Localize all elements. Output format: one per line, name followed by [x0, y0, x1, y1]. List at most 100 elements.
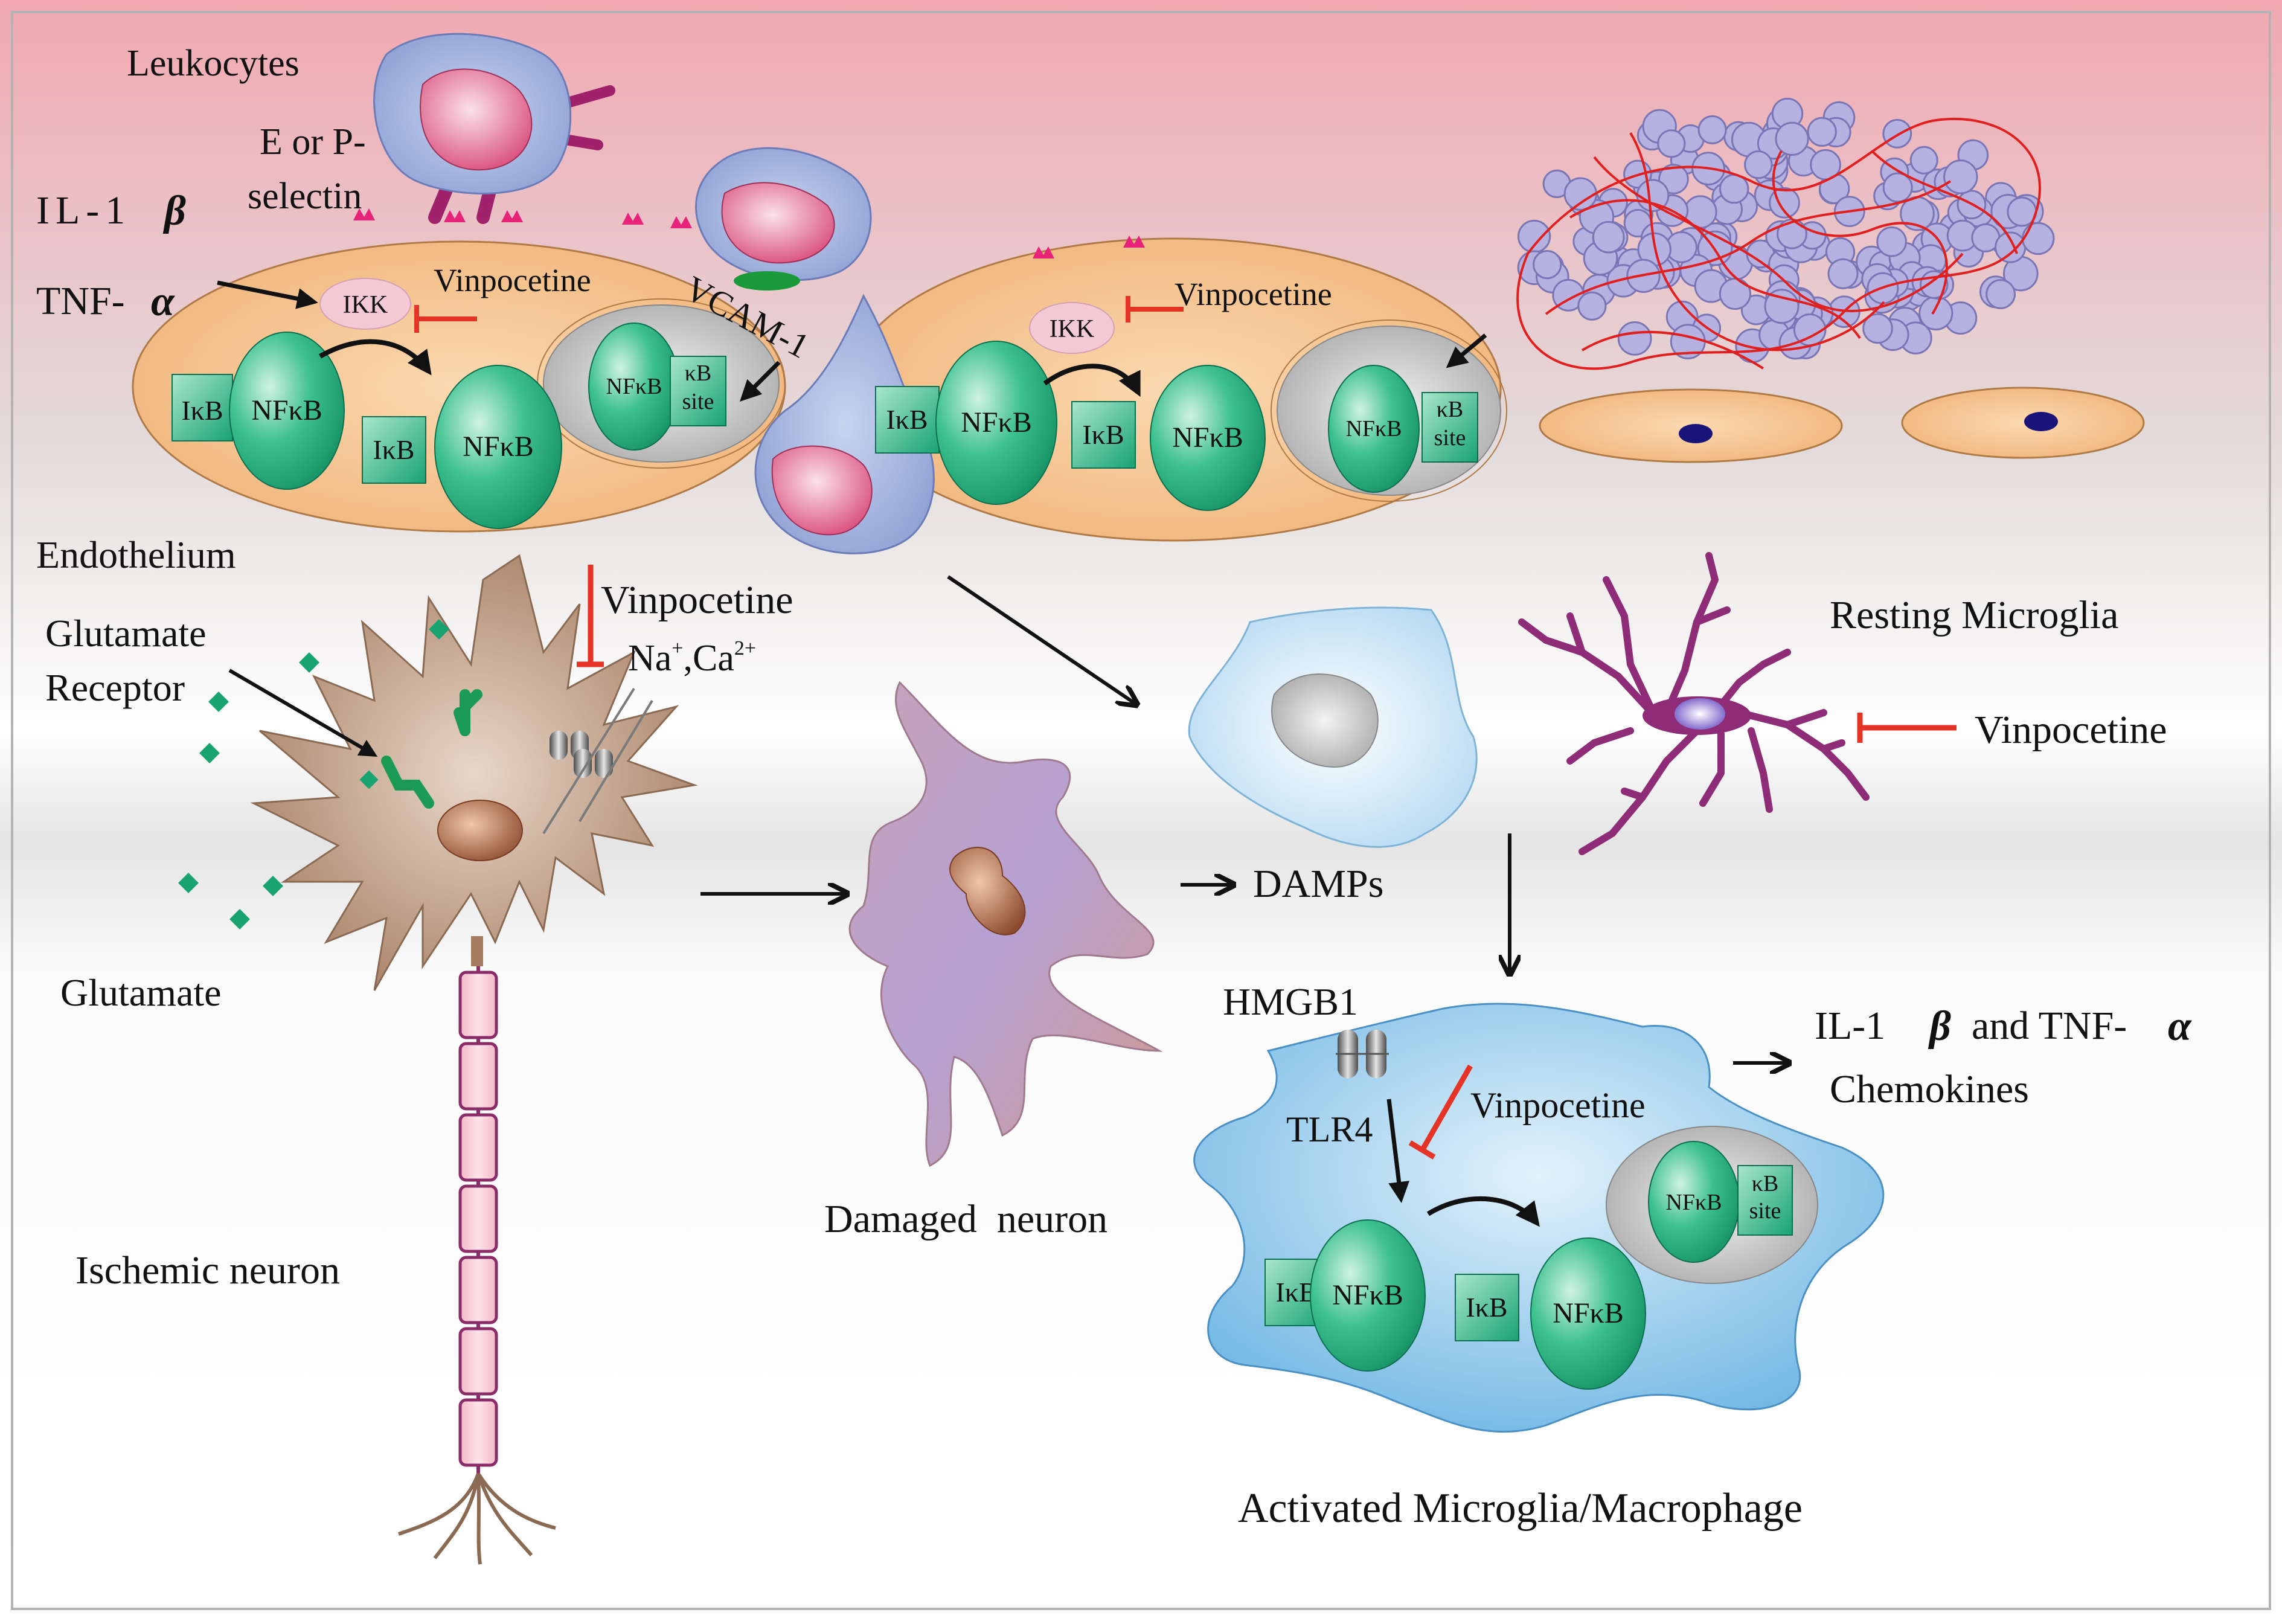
inhibition-tlr4: [1408, 1064, 1473, 1160]
endothelial-cell-small-2: [1901, 387, 2145, 459]
clot-cell: [1657, 129, 1686, 158]
clot-cell: [2022, 222, 2055, 255]
clot-cell: [1909, 146, 1938, 175]
ikb-nfkb-complex-left: IκB NFκB: [171, 332, 345, 490]
activated-microglia-label: Activated Microglia/Macrophage: [1238, 1485, 1803, 1532]
svg-text:IκB: IκB: [373, 434, 414, 465]
clot-cell: [1697, 115, 1727, 144]
svg-text:NFκB: NFκB: [1553, 1297, 1624, 1329]
ikb-box: [171, 374, 233, 441]
clot-cell: [1876, 226, 1907, 257]
nfkb-oval: [935, 341, 1057, 505]
svg-text:IκB: IκB: [181, 395, 223, 426]
clot-cell: [1533, 250, 1562, 280]
svg-text:IκB: IκB: [1082, 419, 1124, 450]
arrow-endothelium-to-damps: [947, 575, 1135, 704]
svg-text:IL-1: IL-1: [1815, 1004, 1885, 1048]
il-1beta-label: IL-1 β: [36, 188, 186, 234]
ikb-nfkb-complex-microglia: IκB NFκB: [1264, 1219, 1426, 1372]
hmgb1-label: HMGB1: [1223, 980, 1358, 1023]
nfkb-nuclear-left: NFκB κB site: [588, 323, 726, 451]
svg-text:α: α: [151, 278, 175, 325]
ikk-middle: IKK: [1029, 302, 1115, 354]
clot-cell: [1563, 177, 1598, 211]
svg-text:NFκB: NFκB: [251, 394, 322, 426]
clot-cell: [1719, 277, 1751, 310]
leukocyte-migrating: [754, 294, 935, 554]
ikk-left: IKK: [319, 278, 411, 330]
nucleus-outer: [1271, 319, 1507, 502]
svg-text:IKK: IKK: [343, 291, 388, 319]
axon-terminal: [398, 1472, 556, 1565]
inhibition-ikk-middle: [1126, 296, 1184, 323]
axon: [458, 966, 498, 1486]
ikb-box: [875, 386, 940, 454]
clot-cell: [1995, 231, 2027, 263]
glutamate-receptor-label-2: Receptor: [45, 666, 185, 709]
ikb-free-microglia: IκB: [1455, 1274, 1519, 1341]
frame-border: [11, 11, 2271, 1610]
svg-text:NFκB: NFκB: [1332, 1279, 1403, 1311]
glutamate-receptor-label-1: Glutamate: [45, 612, 207, 655]
selectin-receptors: [353, 208, 1145, 258]
leukocyte-top: [373, 33, 615, 224]
clot-cell: [1744, 150, 1773, 179]
clot-cell: [1827, 258, 1859, 289]
vinpocetine-label-2: Vinpocetine: [1175, 276, 1332, 312]
arrow-ikb-release-microglia: [1426, 1196, 1540, 1227]
ion-channel: [542, 687, 653, 835]
tlr4-receptor: [1336, 1030, 1389, 1078]
clot-cell: [1777, 218, 1807, 249]
damaged-neuron: [848, 681, 1163, 1167]
endothelium-label: Endothelium: [36, 533, 236, 576]
arrow-tnf-to-ikk: [217, 280, 318, 309]
clot-cell: [1518, 219, 1551, 254]
svg-text:NFκB: NFκB: [1172, 422, 1243, 454]
arrow-ikb-release-middle: [1043, 364, 1141, 397]
resting-microglia-label: Resting Microglia: [1830, 593, 2118, 637]
clot-cell: [1943, 159, 1978, 194]
vinpocetine-label-4: Vinpocetine: [1975, 708, 2167, 752]
nfkb-free-microglia: NFκB: [1530, 1237, 1646, 1390]
arrow-tlr4-signal: [1386, 1099, 1410, 1203]
tnf-alpha-label: TNF- α: [36, 278, 175, 325]
svg-text:NFκB: NFκB: [463, 431, 534, 463]
ikb-free-middle: IκB: [1071, 401, 1136, 469]
damps-cell: [1188, 606, 1478, 848]
nfkb-oval: [1310, 1219, 1426, 1372]
damaged-neuron-label: Damaged neuron: [824, 1197, 1107, 1241]
vcam-1-adhesion: [734, 271, 800, 290]
svg-text:α: α: [2168, 1003, 2192, 1050]
clot-cell: [1807, 117, 1837, 147]
inhibition-ion-channel: [577, 565, 604, 667]
selectin-label-line1: E or P-: [260, 121, 366, 162]
glutamate-receptors: [381, 689, 482, 809]
resting-microglia: [1518, 552, 1870, 855]
svg-text:site: site: [1749, 1198, 1781, 1224]
nfkb-nuclear-microglia: NFκB κB site: [1648, 1141, 1793, 1263]
vinpocetine-label-3: Vinpocetine: [601, 578, 793, 622]
selectin-label-line2: selectin: [248, 176, 362, 217]
svg-text:κB: κB: [685, 361, 712, 386]
myelin-segment: [458, 1327, 498, 1396]
microglia-nucleus: [1675, 698, 1725, 730]
svg-text:NFκB: NFκB: [1345, 416, 1402, 441]
myelin-segment: [458, 971, 498, 1039]
fibrin-clot: [1516, 97, 2055, 370]
vinpocetine-label-1: Vinpocetine: [434, 262, 591, 298]
svg-text:β: β: [162, 188, 186, 234]
glutamate-label: Glutamate: [60, 971, 222, 1014]
svg-text:TNF-: TNF-: [36, 279, 125, 323]
arrow-receptor: [228, 669, 378, 757]
svg-text:β: β: [1928, 1003, 1951, 1050]
svg-text:NFκB: NFκB: [961, 406, 1032, 438]
arrow-ikb-release-left: [319, 339, 432, 376]
kb-site-box: [670, 356, 726, 426]
clot-cell: [1617, 321, 1652, 356]
clot-cell: [1764, 289, 1800, 324]
clot-cell: [1882, 119, 1912, 149]
kb-site-box: [1421, 392, 1478, 463]
ikb-nfkb-complex-middle: IκB NFκB: [875, 341, 1057, 505]
myelin-segment: [458, 1184, 498, 1253]
